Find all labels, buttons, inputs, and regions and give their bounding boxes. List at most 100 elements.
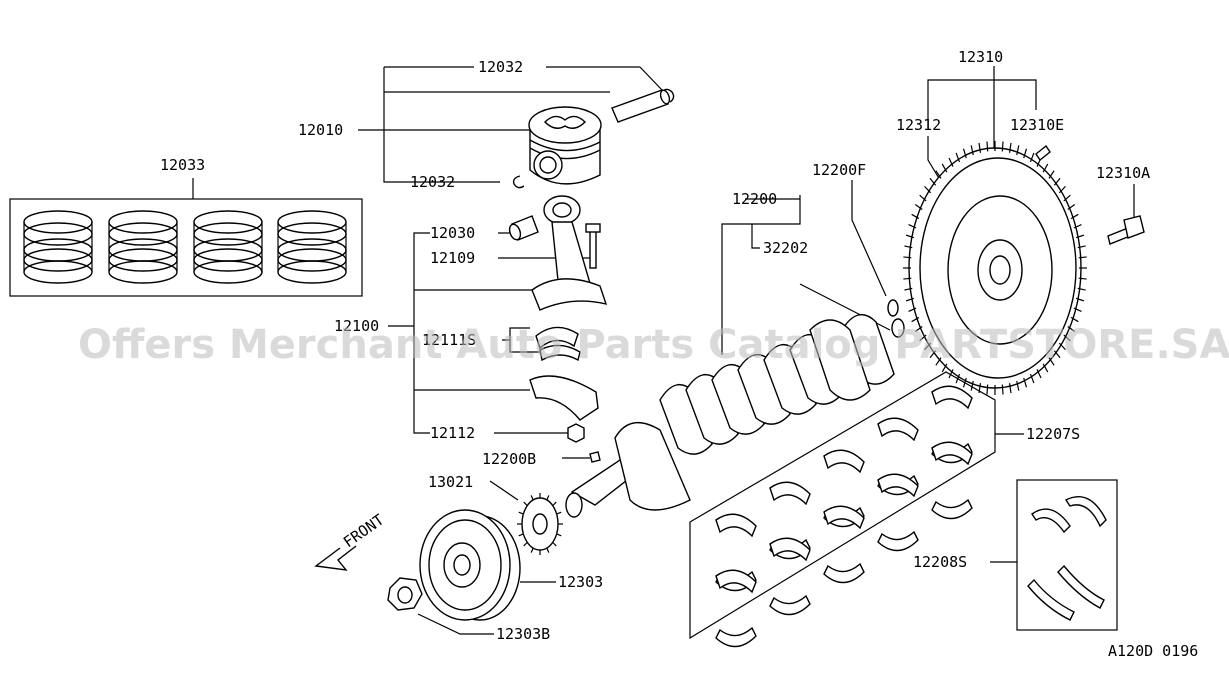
piston-ring-set[interactable] [9,198,363,297]
main-bearing-shell-upper [769,481,811,506]
connecting-rod-bolt[interactable] [585,223,601,269]
callout-12032-top[interactable]: 12032 [478,58,523,76]
main-bearing-shell-upper [877,417,919,442]
callout-12303b[interactable]: 12303B [496,625,550,643]
pulley-bolt[interactable] [387,577,423,611]
crankshaft-dowel-pin[interactable] [887,299,899,317]
ring-gear-tooth [1063,334,1071,342]
callout-12312[interactable]: 12312 [896,116,941,134]
piston-ring [108,248,178,272]
main-bearing-shell-lower [769,594,811,616]
flywheel-dowel-pin[interactable] [1035,144,1051,162]
crankshaft-pulley[interactable] [419,509,521,621]
piston-ring [23,210,93,234]
callout-12109[interactable]: 12109 [430,249,475,267]
crank-web [659,383,713,455]
main-bearing-shell-lower [715,626,757,648]
callout-12310a[interactable]: 12310A [1096,164,1150,182]
piston-ring-stack-4 [277,210,347,284]
sprocket-tooth [546,495,550,501]
sprocket-bore [532,513,548,535]
flywheel-bolt[interactable] [1107,215,1145,245]
ring-gear-tooth [904,245,913,249]
ring-gear-tooth [914,326,923,332]
piston-ring-stack-1 [23,210,93,284]
ring-gear-tooth [978,383,982,394]
connecting-rod[interactable] [531,195,608,311]
crank-web [737,353,791,425]
main-bearing-shell-upper [931,385,973,410]
connecting-rod-bushing[interactable] [508,215,539,241]
ring-gear-tooth [941,163,948,173]
crank-rear-flange [809,319,871,401]
front-direction-arrow: FRONT [314,511,387,571]
thrust-washer-set[interactable] [1027,496,1107,621]
callout-12200b[interactable]: 12200B [482,450,536,468]
callout-12112[interactable]: 12112 [430,424,475,442]
piston-ring [108,210,178,234]
ring-gear-tooth [908,224,917,229]
ring-gear-tooth [1042,163,1049,173]
ring-gear-tooth [1008,383,1012,394]
callout-12200[interactable]: 12200 [732,190,777,208]
piston[interactable] [528,106,602,185]
ring-gear-tooth [911,213,920,220]
callout-12200f[interactable]: 12200F [812,161,866,179]
crankshaft[interactable] [565,313,895,518]
callout-12303[interactable]: 12303 [558,573,603,591]
piston-pin[interactable] [611,89,671,123]
main-bearing-shell-lower [877,530,919,552]
main-bearing-shell-upper [931,441,973,466]
ring-gear-tooth [1070,316,1079,323]
callout-12010[interactable]: 12010 [298,121,343,139]
main-bearing-shell-upper [715,569,757,594]
ring-gear-tooth [1070,213,1079,220]
callout-12030[interactable]: 12030 [430,224,475,242]
sprocket-tooth [556,533,562,537]
callout-12033[interactable]: 12033 [160,156,205,174]
ring-gear-tooth [1029,373,1035,384]
callout-32202[interactable]: 32202 [763,239,808,257]
piston-ring [277,260,347,284]
main-bearing-set[interactable] [715,385,973,648]
callout-12310e[interactable]: 12310E [1010,116,1064,134]
piston-ring [277,248,347,272]
ring-gear-tooth [1075,234,1085,239]
sprocket-tooth [530,495,534,501]
ring-gear-tooth [903,256,912,259]
ring-gear-tooth [904,287,913,291]
piston-ring [193,260,263,284]
ring-gear-tooth [1048,170,1055,179]
callout-12111s[interactable]: 12111S [422,331,476,349]
ring-gear-tooth [1023,377,1028,388]
callout-12208s[interactable]: 12208S [913,553,967,571]
ring-gear-tooth [924,342,932,351]
ring-gear-tooth [919,194,927,202]
main-bearing-shell-upper [823,505,865,530]
crank-web [763,343,817,415]
ring-gear-tooth [1001,384,1004,395]
con-rod-bearing-upper[interactable] [535,326,581,362]
ring-gear-tooth [962,377,967,388]
piston-ring [23,248,93,272]
ring-gear-tooth [978,142,982,153]
ring-gear-tooth [1016,145,1020,156]
ring-gear-tooth [1042,363,1049,373]
ring-gear-tooth [905,234,915,239]
callout-12032-bottom[interactable]: 12032 [410,173,455,191]
crankshaft-sprocket[interactable] [517,493,563,555]
connecting-rod-nut[interactable] [567,423,585,443]
pilot-bushing[interactable] [891,318,905,338]
callout-12207s[interactable]: 12207S [1026,425,1080,443]
main-bearing-shell-upper [877,473,919,498]
piston-ring [277,210,347,234]
crankshaft-key[interactable] [589,451,601,463]
callout-13021[interactable]: 13021 [428,473,473,491]
ring-gear-tooth [1067,326,1076,332]
connecting-rod-cap[interactable] [529,375,599,421]
piston-ring [277,238,347,262]
callout-12310[interactable]: 12310 [958,48,1003,66]
callout-12100[interactable]: 12100 [334,317,379,335]
snap-ring-lower[interactable] [512,175,525,189]
flywheel[interactable] [903,141,1087,395]
